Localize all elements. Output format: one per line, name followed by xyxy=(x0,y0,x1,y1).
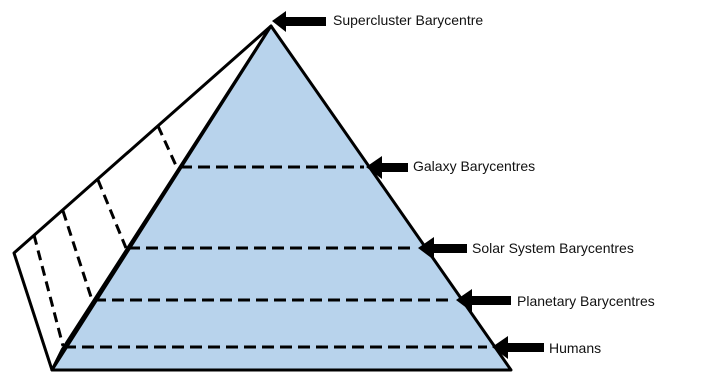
arrow-icon xyxy=(366,156,408,179)
level-label-solar-system: Solar System Barycentres xyxy=(472,240,634,256)
level-label-planetary: Planetary Barycentres xyxy=(517,293,655,309)
side-dashed-line xyxy=(156,125,180,171)
pyramid-front-face xyxy=(50,24,513,372)
arrow-icon xyxy=(272,11,326,32)
level-label-galaxy: Galaxy Barycentres xyxy=(413,158,536,174)
side-dashed-line xyxy=(32,234,65,347)
side-dashed-line xyxy=(96,179,128,249)
arrow-icon xyxy=(456,289,511,312)
arrow-icon xyxy=(492,336,544,359)
arrow-icon xyxy=(418,237,467,260)
level-label-supercluster: Supercluster Barycentre xyxy=(333,12,484,28)
level-label-humans: Humans xyxy=(549,340,602,356)
